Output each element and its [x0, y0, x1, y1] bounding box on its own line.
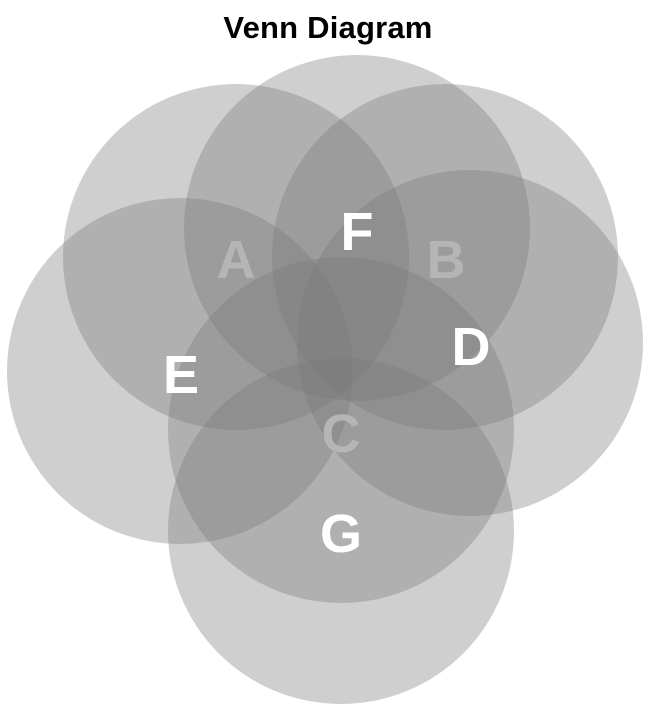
set-circle-D [297, 170, 643, 516]
set-circle-E [7, 198, 353, 544]
venn-labels: A B C D E F G [163, 202, 491, 564]
set-label-G: G [320, 504, 362, 564]
set-label-C: C [322, 404, 361, 464]
set-circle-C [168, 257, 514, 603]
set-label-D: D [452, 317, 491, 377]
set-circle-F [184, 55, 530, 401]
set-circle-A [63, 84, 409, 430]
set-label-B: B [427, 230, 466, 290]
set-label-A: A [217, 230, 256, 290]
set-label-F: F [341, 202, 374, 262]
set-label-E: E [163, 345, 199, 405]
set-circle-B [272, 84, 618, 430]
venn-circles [7, 55, 643, 704]
set-circle-G [168, 358, 514, 704]
diagram-title: Venn Diagram [223, 10, 433, 45]
